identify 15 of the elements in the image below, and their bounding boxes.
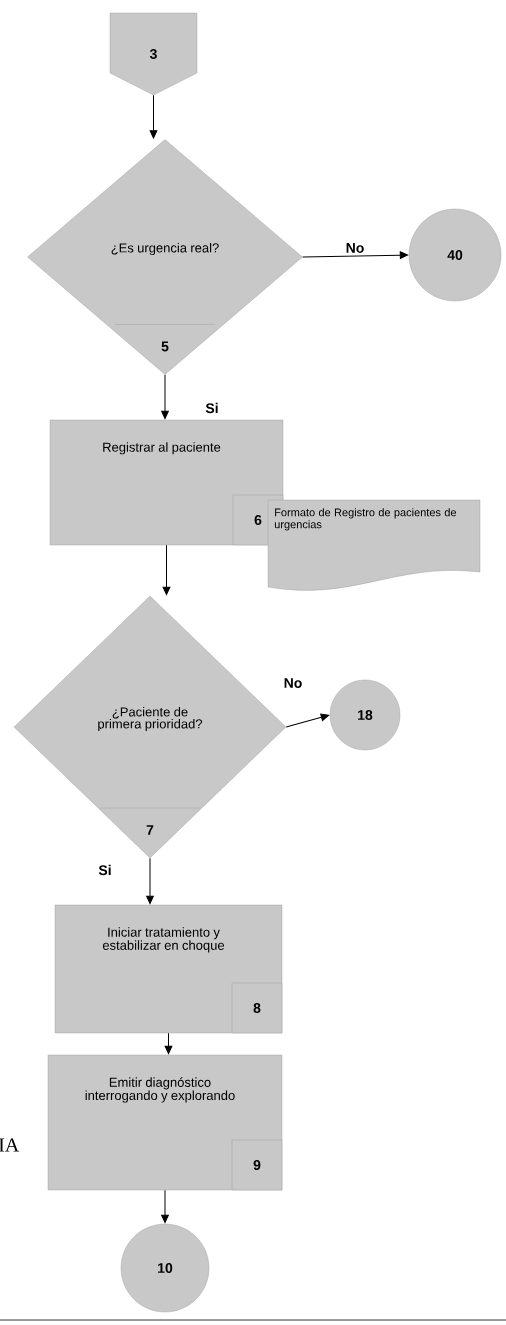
arrow	[302, 251, 409, 259]
edge-label: No	[284, 678, 302, 688]
arrow	[162, 544, 171, 596]
arrow	[149, 94, 158, 139]
process-box: Iniciar tratamiento y estabilizar en choque 8	[54, 904, 283, 1034]
arrow	[146, 857, 154, 905]
arrow	[285, 713, 330, 728]
arrow	[161, 1189, 169, 1224]
process-box: Emitir diagnóstico interrogando y explorando 9	[47, 1054, 283, 1191]
off-page-connector: 3	[109, 12, 198, 96]
edge-label: No	[344, 242, 366, 254]
edge-label: Si	[98, 864, 111, 876]
arrow	[161, 374, 169, 420]
edge-label: Si	[205, 402, 218, 414]
arrow	[164, 1032, 173, 1055]
